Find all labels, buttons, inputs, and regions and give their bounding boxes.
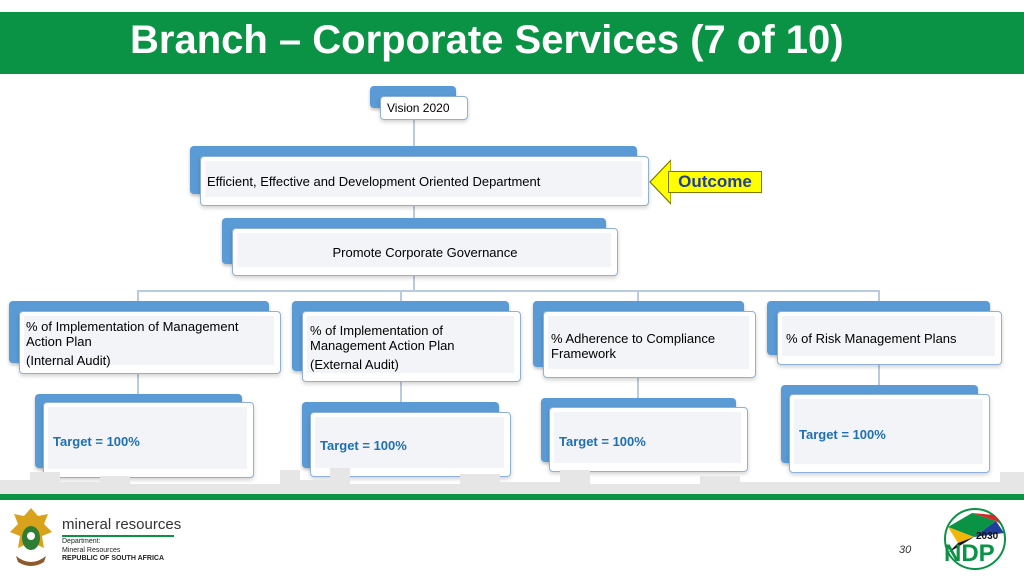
- ndp-text: NDP: [944, 540, 995, 567]
- indicator-4-label: % of Risk Management Plans: [786, 331, 957, 346]
- target-node-3: Target = 100%: [549, 407, 748, 472]
- outcome-node-label: Efficient, Effective and Development Ori…: [207, 174, 541, 189]
- ndp-year: 2030: [976, 531, 999, 542]
- node-inner: [205, 161, 642, 197]
- ndp-logo-icon: [944, 508, 1006, 570]
- connector: [400, 290, 402, 302]
- target-node-2: Target = 100%: [310, 412, 511, 477]
- indicator-2-label: % of Implementation of Management Action…: [310, 323, 455, 353]
- logo-line-3: REPUBLIC OF SOUTH AFRICA: [62, 555, 165, 562]
- logo-line-1: Department:: [62, 538, 101, 545]
- target-3-label: Target = 100%: [559, 434, 646, 449]
- connector: [137, 290, 880, 292]
- indicator-node-2: % of Implementation of Management Action…: [302, 311, 521, 382]
- connector: [137, 290, 139, 302]
- indicator-1-label: % of Implementation of Management Action…: [26, 319, 239, 349]
- connector: [878, 290, 880, 302]
- logo-brand: mineral resources: [62, 516, 182, 533]
- vision-node: Vision 2020: [380, 96, 468, 120]
- page-title: Branch – Corporate Services (7 of 10): [130, 18, 844, 62]
- target-4-label: Target = 100%: [799, 427, 886, 442]
- node-inner: [554, 412, 741, 463]
- indicator-node-1: % of Implementation of Management Action…: [19, 311, 281, 374]
- logo-line-2: Mineral Resources: [62, 547, 121, 554]
- indicator-node-3: % Adherence to Compliance Framework: [543, 311, 756, 378]
- connector: [637, 290, 639, 302]
- page-number: 30: [899, 544, 912, 556]
- goal-node-label: Promote Corporate Governance: [332, 245, 518, 260]
- node-inner: [48, 407, 247, 469]
- goal-node: Promote Corporate Governance: [232, 228, 618, 276]
- connector: [413, 275, 415, 291]
- skyline-decoration: [0, 468, 1024, 496]
- target-node-4: Target = 100%: [789, 394, 990, 473]
- coat-of-arms-icon: [10, 508, 52, 566]
- outcome-label: Outcome: [668, 171, 762, 193]
- node-inner: [24, 316, 274, 365]
- connector: [413, 206, 415, 218]
- node-inner: [782, 316, 995, 356]
- target-1-label: Target = 100%: [53, 434, 140, 449]
- connector: [878, 365, 880, 386]
- target-node-1: Target = 100%: [43, 402, 254, 478]
- footer-divider: [0, 494, 1024, 500]
- indicator-3-label: % Adherence to Compliance Framework: [551, 331, 716, 361]
- vision-label: Vision 2020: [387, 101, 450, 115]
- connector: [400, 382, 402, 403]
- indicator-1-sublabel: (Internal Audit): [26, 353, 111, 368]
- arrow-left-icon: [649, 159, 671, 205]
- title-bar: [0, 12, 1024, 74]
- node-inner: [315, 417, 504, 468]
- connector: [637, 378, 639, 399]
- indicator-2-sublabel: (External Audit): [310, 357, 399, 372]
- target-2-label: Target = 100%: [320, 438, 407, 453]
- node-inner: [307, 316, 514, 373]
- connector: [137, 373, 139, 395]
- outcome-node: Efficient, Effective and Development Ori…: [200, 156, 649, 206]
- logo-underline: [62, 535, 174, 537]
- indicator-node-4: % of Risk Management Plans: [777, 311, 1002, 365]
- node-inner: [548, 316, 749, 369]
- node-inner: [237, 233, 611, 267]
- connector: [413, 118, 415, 156]
- node-inner: [794, 399, 983, 464]
